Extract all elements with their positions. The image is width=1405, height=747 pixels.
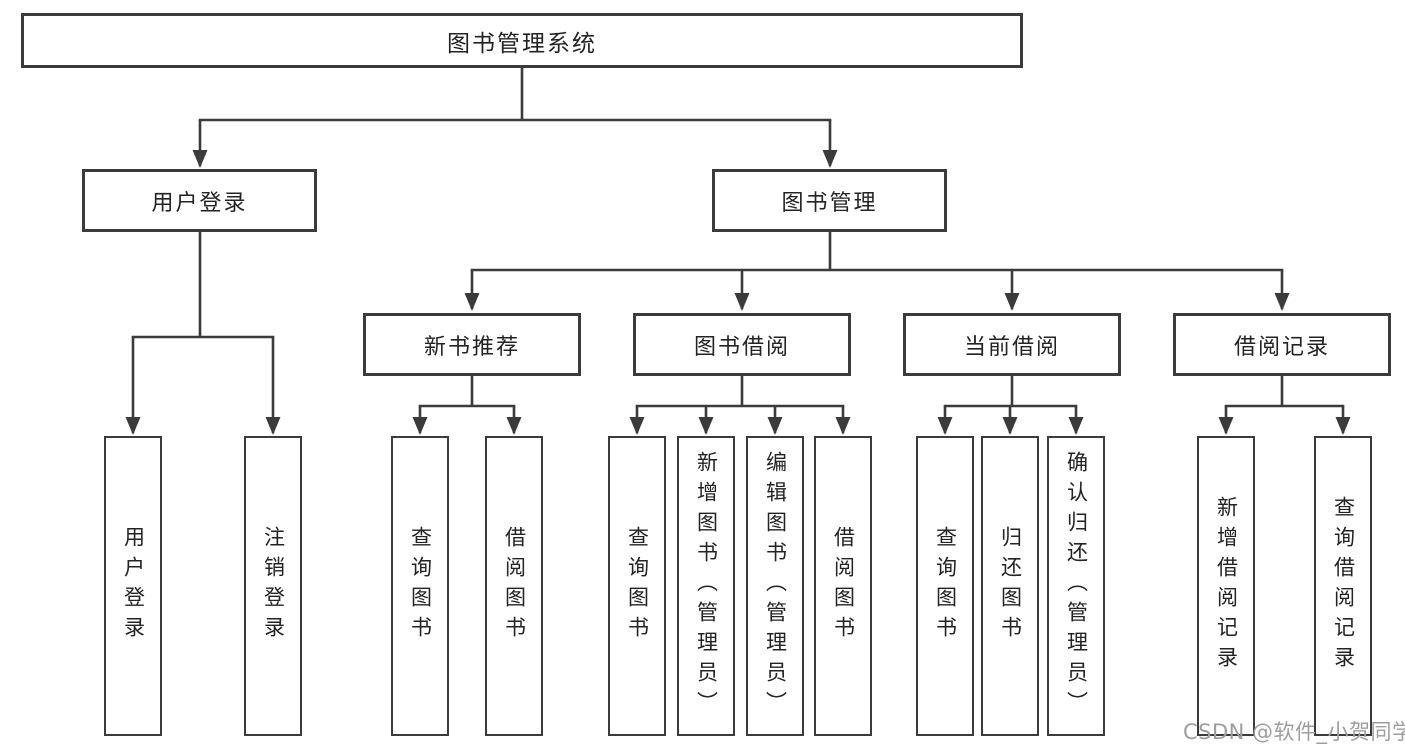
node-book-borrowing: 图书借阅	[633, 313, 851, 376]
leaf-edit-book-admin: 编辑图书（管理员）	[746, 436, 804, 736]
leaf-borrow-books-recommend: 借阅图书	[485, 436, 543, 736]
leaf-label: 归还图书	[998, 526, 1023, 646]
leaf-query-books-borrowing: 查询图书	[608, 436, 666, 736]
leaf-confirm-return-admin: 确认归还（管理员）	[1047, 436, 1105, 736]
leaf-return-books: 归还图书	[981, 436, 1039, 736]
leaf-label: 新增借阅记录	[1214, 496, 1239, 676]
node-book-management: 图书管理	[712, 169, 947, 232]
leaf-label: 查询图书	[408, 526, 433, 646]
leaf-query-books-recommend: 查询图书	[391, 436, 449, 736]
leaf-label: 借阅图书	[831, 526, 856, 646]
node-user-login: 用户登录	[82, 169, 317, 232]
watermark-text: CSDN @软件_小贺同学	[1183, 720, 1405, 744]
node-library-management-system: 图书管理系统	[21, 13, 1023, 68]
leaf-label: 查询图书	[933, 526, 958, 646]
node-current-borrowing: 当前借阅	[903, 313, 1121, 376]
leaf-borrow-books-borrowing: 借阅图书	[814, 436, 872, 736]
leaf-query-books-current: 查询图书	[916, 436, 974, 736]
leaf-label: 注销登录	[261, 526, 286, 646]
leaf-label: 确认归还（管理员）	[1064, 451, 1089, 721]
leaf-label: 新增图书（管理员）	[694, 451, 719, 721]
leaf-logout: 注销登录	[244, 436, 302, 736]
leaf-label: 编辑图书（管理员）	[763, 451, 788, 721]
leaf-label: 查询借阅记录	[1331, 496, 1356, 676]
leaf-add-borrow-record: 新增借阅记录	[1197, 436, 1255, 736]
leaf-query-borrow-record: 查询借阅记录	[1314, 436, 1372, 736]
node-new-book-recommendation: 新书推荐	[363, 313, 581, 376]
leaf-label: 借阅图书	[502, 526, 527, 646]
leaf-add-book-admin: 新增图书（管理员）	[677, 436, 735, 736]
leaf-label: 用户登录	[121, 526, 146, 646]
leaf-label: 查询图书	[625, 526, 650, 646]
leaf-user-login: 用户登录	[104, 436, 162, 736]
node-borrowing-records: 借阅记录	[1173, 313, 1391, 376]
